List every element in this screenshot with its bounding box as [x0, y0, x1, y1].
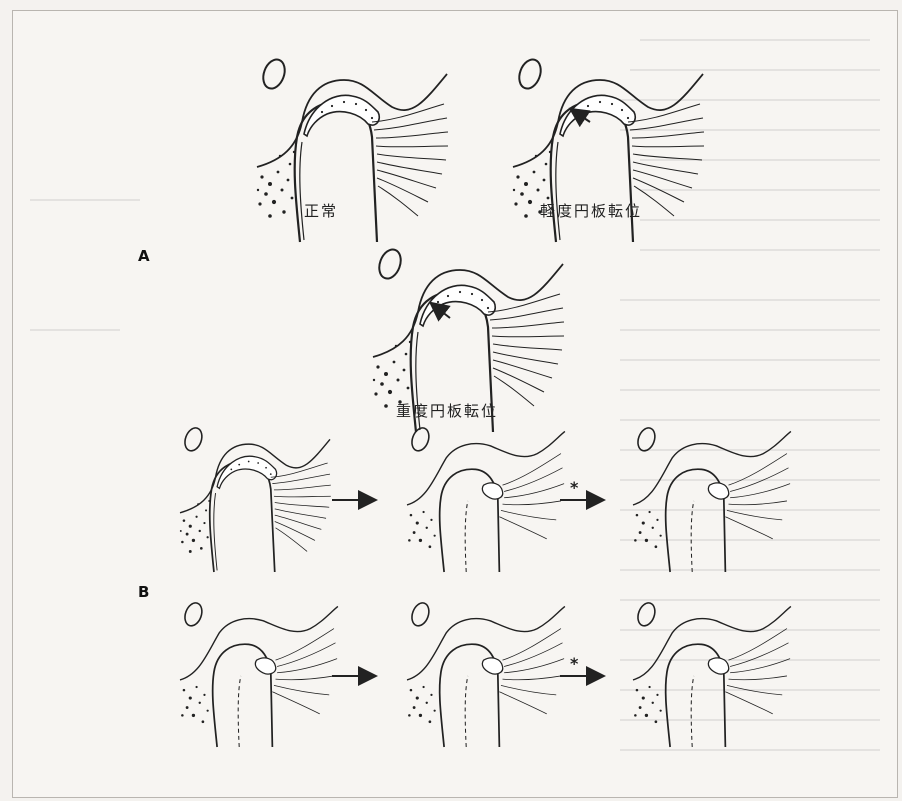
progression-arrow-b1-2: [558, 494, 608, 506]
caption-mild-displacement: 軽度円板転位: [540, 200, 642, 221]
progression-arrow-b2-1: [330, 670, 380, 682]
caption-severe-displacement: 重度円板転位: [396, 400, 498, 421]
joint-b2-stage3: [608, 597, 808, 747]
joint-b1-stage3: [608, 422, 808, 572]
section-label-a: A: [138, 247, 150, 265]
joint-b2-stage2: [382, 597, 582, 747]
progression-arrow-b2-2: [558, 670, 608, 682]
joint-severe-displacement: [368, 242, 568, 422]
progression-arrow-b1-1: [330, 494, 380, 506]
joint-b1-stage1: [155, 422, 355, 572]
joint-normal: [252, 52, 452, 232]
section-label-b: B: [138, 583, 149, 601]
joint-b2-stage1: [155, 597, 355, 747]
joint-b1-stage2: [382, 422, 582, 572]
caption-normal: 正常: [304, 200, 338, 221]
